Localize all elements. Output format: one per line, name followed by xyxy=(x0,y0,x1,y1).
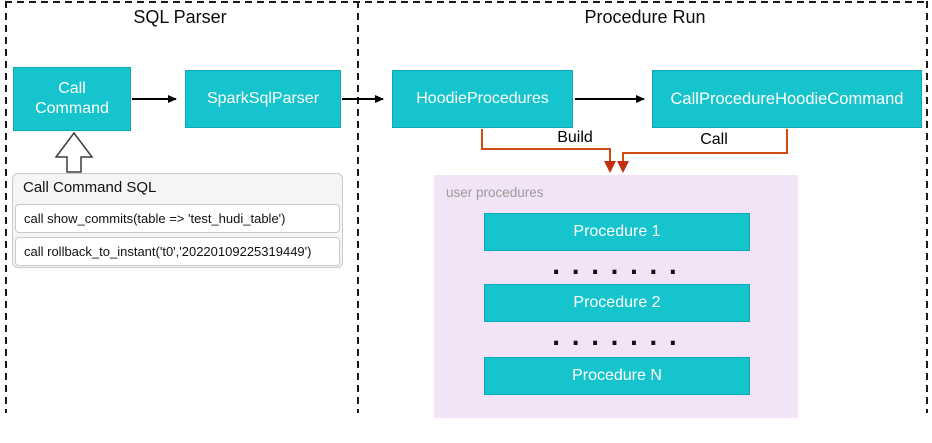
node-spark-sql-parser: SparkSqlParser xyxy=(185,70,341,128)
edge-label-build: Build xyxy=(557,129,593,146)
frame-left-dashed-line xyxy=(5,1,7,413)
build-arrowhead-icon xyxy=(604,161,616,173)
ellipsis-dots: ....... xyxy=(548,323,686,351)
node-procedure-2: Procedure 2 xyxy=(484,284,750,322)
block-arrow-up-icon xyxy=(54,131,94,173)
sql-statement-rollback-to-instant: call rollback_to_instant('t0','202201092… xyxy=(15,237,340,266)
section-title-procedure-run: Procedure Run xyxy=(584,7,706,27)
call-command-sql-panel: Call Command SQL call show_commits(table… xyxy=(12,173,343,268)
node-procedure-n: Procedure N xyxy=(484,357,750,395)
call-arrowhead-icon xyxy=(617,161,629,173)
section-title-sql-parser: SQL Parser xyxy=(133,7,227,27)
node-call-command: Call Command xyxy=(13,67,131,131)
ellipsis-dots: ....... xyxy=(548,252,686,280)
user-procedures-panel: user procedures Procedure 1 ....... Proc… xyxy=(434,175,798,418)
frame-top-dashed-line xyxy=(5,1,928,3)
node-call-procedure-hoodie-command: CallProcedureHoodieCommand xyxy=(652,70,922,128)
user-procedures-label: user procedures xyxy=(446,185,544,200)
node-hoodie-procedures: HoodieProcedures xyxy=(392,70,573,128)
node-procedure-1: Procedure 1 xyxy=(484,213,750,251)
sql-panel-title: Call Command SQL xyxy=(23,179,157,196)
edge-label-call: Call xyxy=(700,131,728,148)
frame-middle-dashed-line xyxy=(357,1,359,413)
frame-right-dashed-line xyxy=(926,1,928,413)
sql-statement-show-commits: call show_commits(table => 'test_hudi_ta… xyxy=(15,204,340,233)
